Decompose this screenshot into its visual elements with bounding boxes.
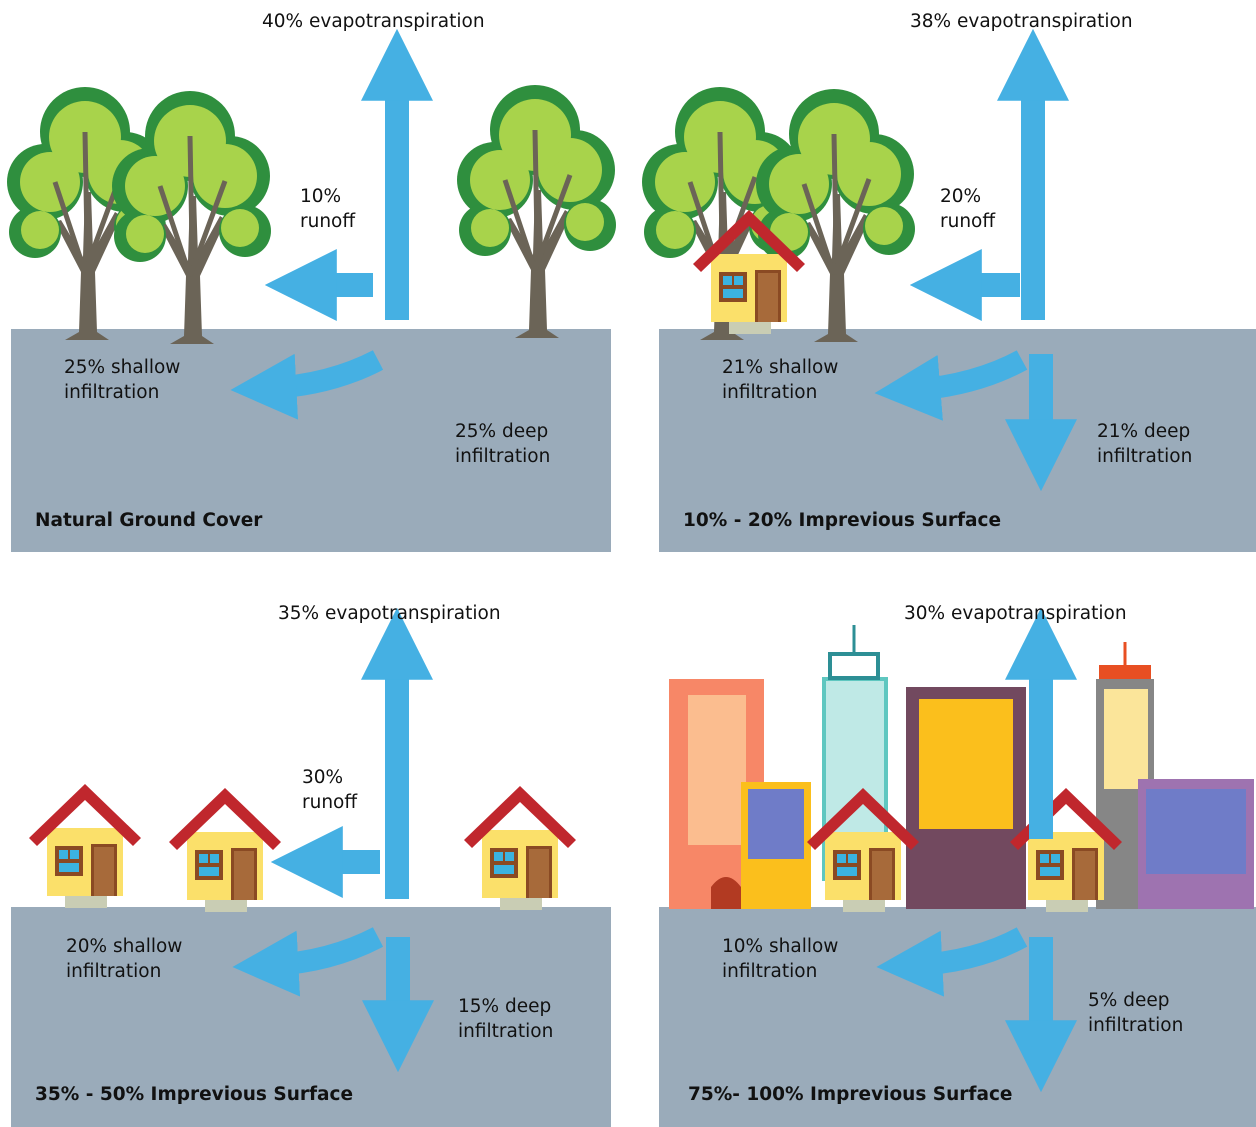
panel-graphic [11,607,611,1127]
shallow-infiltration-arrow [232,927,384,997]
panel-title: 10% - 20% Imprevious Surface [683,510,1002,531]
panel-graphic [636,28,1256,552]
house-icon [464,786,576,910]
house-icon [29,784,141,908]
shallow-infiltration-arrow [230,350,384,420]
runoff-label: 20%runoff [940,186,996,232]
ground [11,907,611,1127]
ground [659,907,1256,1127]
runoff-label: 10%runoff [300,186,356,232]
evapotranspiration-label: 38% evapotranspiration [910,11,1133,32]
building-top [1099,665,1151,679]
evapotranspiration-label: 30% evapotranspiration [904,603,1127,624]
panel-mid-impervious: 35% evapotranspiration 30%runoff 20% sha… [0,567,620,1127]
building-windows [688,695,746,845]
ground [659,329,1256,552]
shallow-infiltration-arrow [876,927,1028,997]
panel-natural: 40% evapotranspiration 10%runoff 25% sha… [0,0,620,560]
runoff-label: 30%runoff [302,767,358,813]
building-top [828,652,880,680]
tree-icon [457,85,616,338]
building-windows [748,789,804,859]
evapotranspiration-label: 40% evapotranspiration [262,11,485,32]
panel-graphic [659,607,1256,1127]
building-windows [919,699,1013,829]
building-windows [1104,689,1148,789]
panel-low-impervious: 38% evapotranspiration 20%runoff 21% sha… [636,0,1256,560]
building-door [711,877,741,909]
shallow-infiltration-arrow [874,350,1028,421]
tree-icon [112,91,271,344]
panel-graphic [0,28,620,552]
panel-title: 35% - 50% Imprevious Surface [35,1084,354,1105]
ground [11,329,611,552]
panel-title: Natural Ground Cover [35,510,263,531]
evapotranspiration-label: 35% evapotranspiration [278,603,501,624]
house-icon [169,788,281,912]
building-windows [1146,789,1246,874]
panel-title: 75%- 100% Imprevious Surface [688,1084,1013,1105]
